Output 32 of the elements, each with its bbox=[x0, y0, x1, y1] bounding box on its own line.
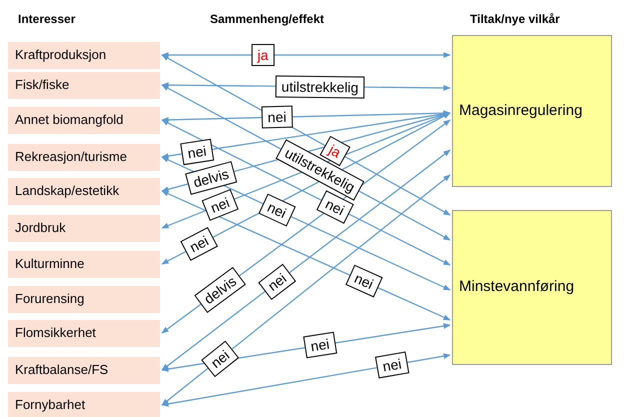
interest-box: Kraftbalanse/FS bbox=[8, 356, 160, 384]
interest-box: Landskap/estetikk bbox=[8, 178, 160, 204]
interest-box: Jordbruk bbox=[8, 214, 160, 242]
edge-label: nei bbox=[258, 264, 296, 300]
edge-label: nei bbox=[304, 332, 338, 358]
column-heading: Sammenheng/effekt bbox=[210, 11, 324, 28]
interest-box: Forurensing bbox=[8, 286, 160, 312]
edge-label: nei bbox=[200, 340, 238, 378]
edge-label: nei bbox=[345, 264, 382, 298]
arrow bbox=[161, 353, 451, 407]
arrow bbox=[161, 111, 451, 159]
interest-box: Flomsikkerhet bbox=[8, 320, 160, 346]
edge-label: nei bbox=[375, 352, 410, 378]
measure-box: Magasinregulering bbox=[452, 35, 612, 187]
edge-label: ja bbox=[251, 44, 274, 66]
arrow bbox=[161, 52, 451, 58]
interest-box: Kulturminne bbox=[8, 250, 160, 278]
edge-label: nei bbox=[262, 106, 293, 129]
interest-box: Rekreasjon/turisme bbox=[8, 144, 160, 170]
arrow bbox=[161, 174, 451, 406]
column-heading: Tiltak/nye vilkår bbox=[470, 11, 560, 28]
interest-box: Fornybarhet bbox=[8, 392, 160, 417]
edge-label: nei bbox=[180, 228, 218, 262]
arrow bbox=[161, 110, 451, 123]
edge-label: utilstrekkelig bbox=[276, 75, 366, 98]
arrow bbox=[161, 150, 451, 370]
interest-box: Kraftproduksjon bbox=[8, 42, 160, 68]
column-heading: Interesser bbox=[18, 11, 76, 28]
interest-box: Fisk/fiske bbox=[8, 72, 160, 98]
measure-box: Minstevannføring bbox=[452, 210, 612, 365]
edge-label: nei bbox=[180, 138, 214, 165]
interest-box: Annet biomangfold bbox=[8, 106, 160, 134]
